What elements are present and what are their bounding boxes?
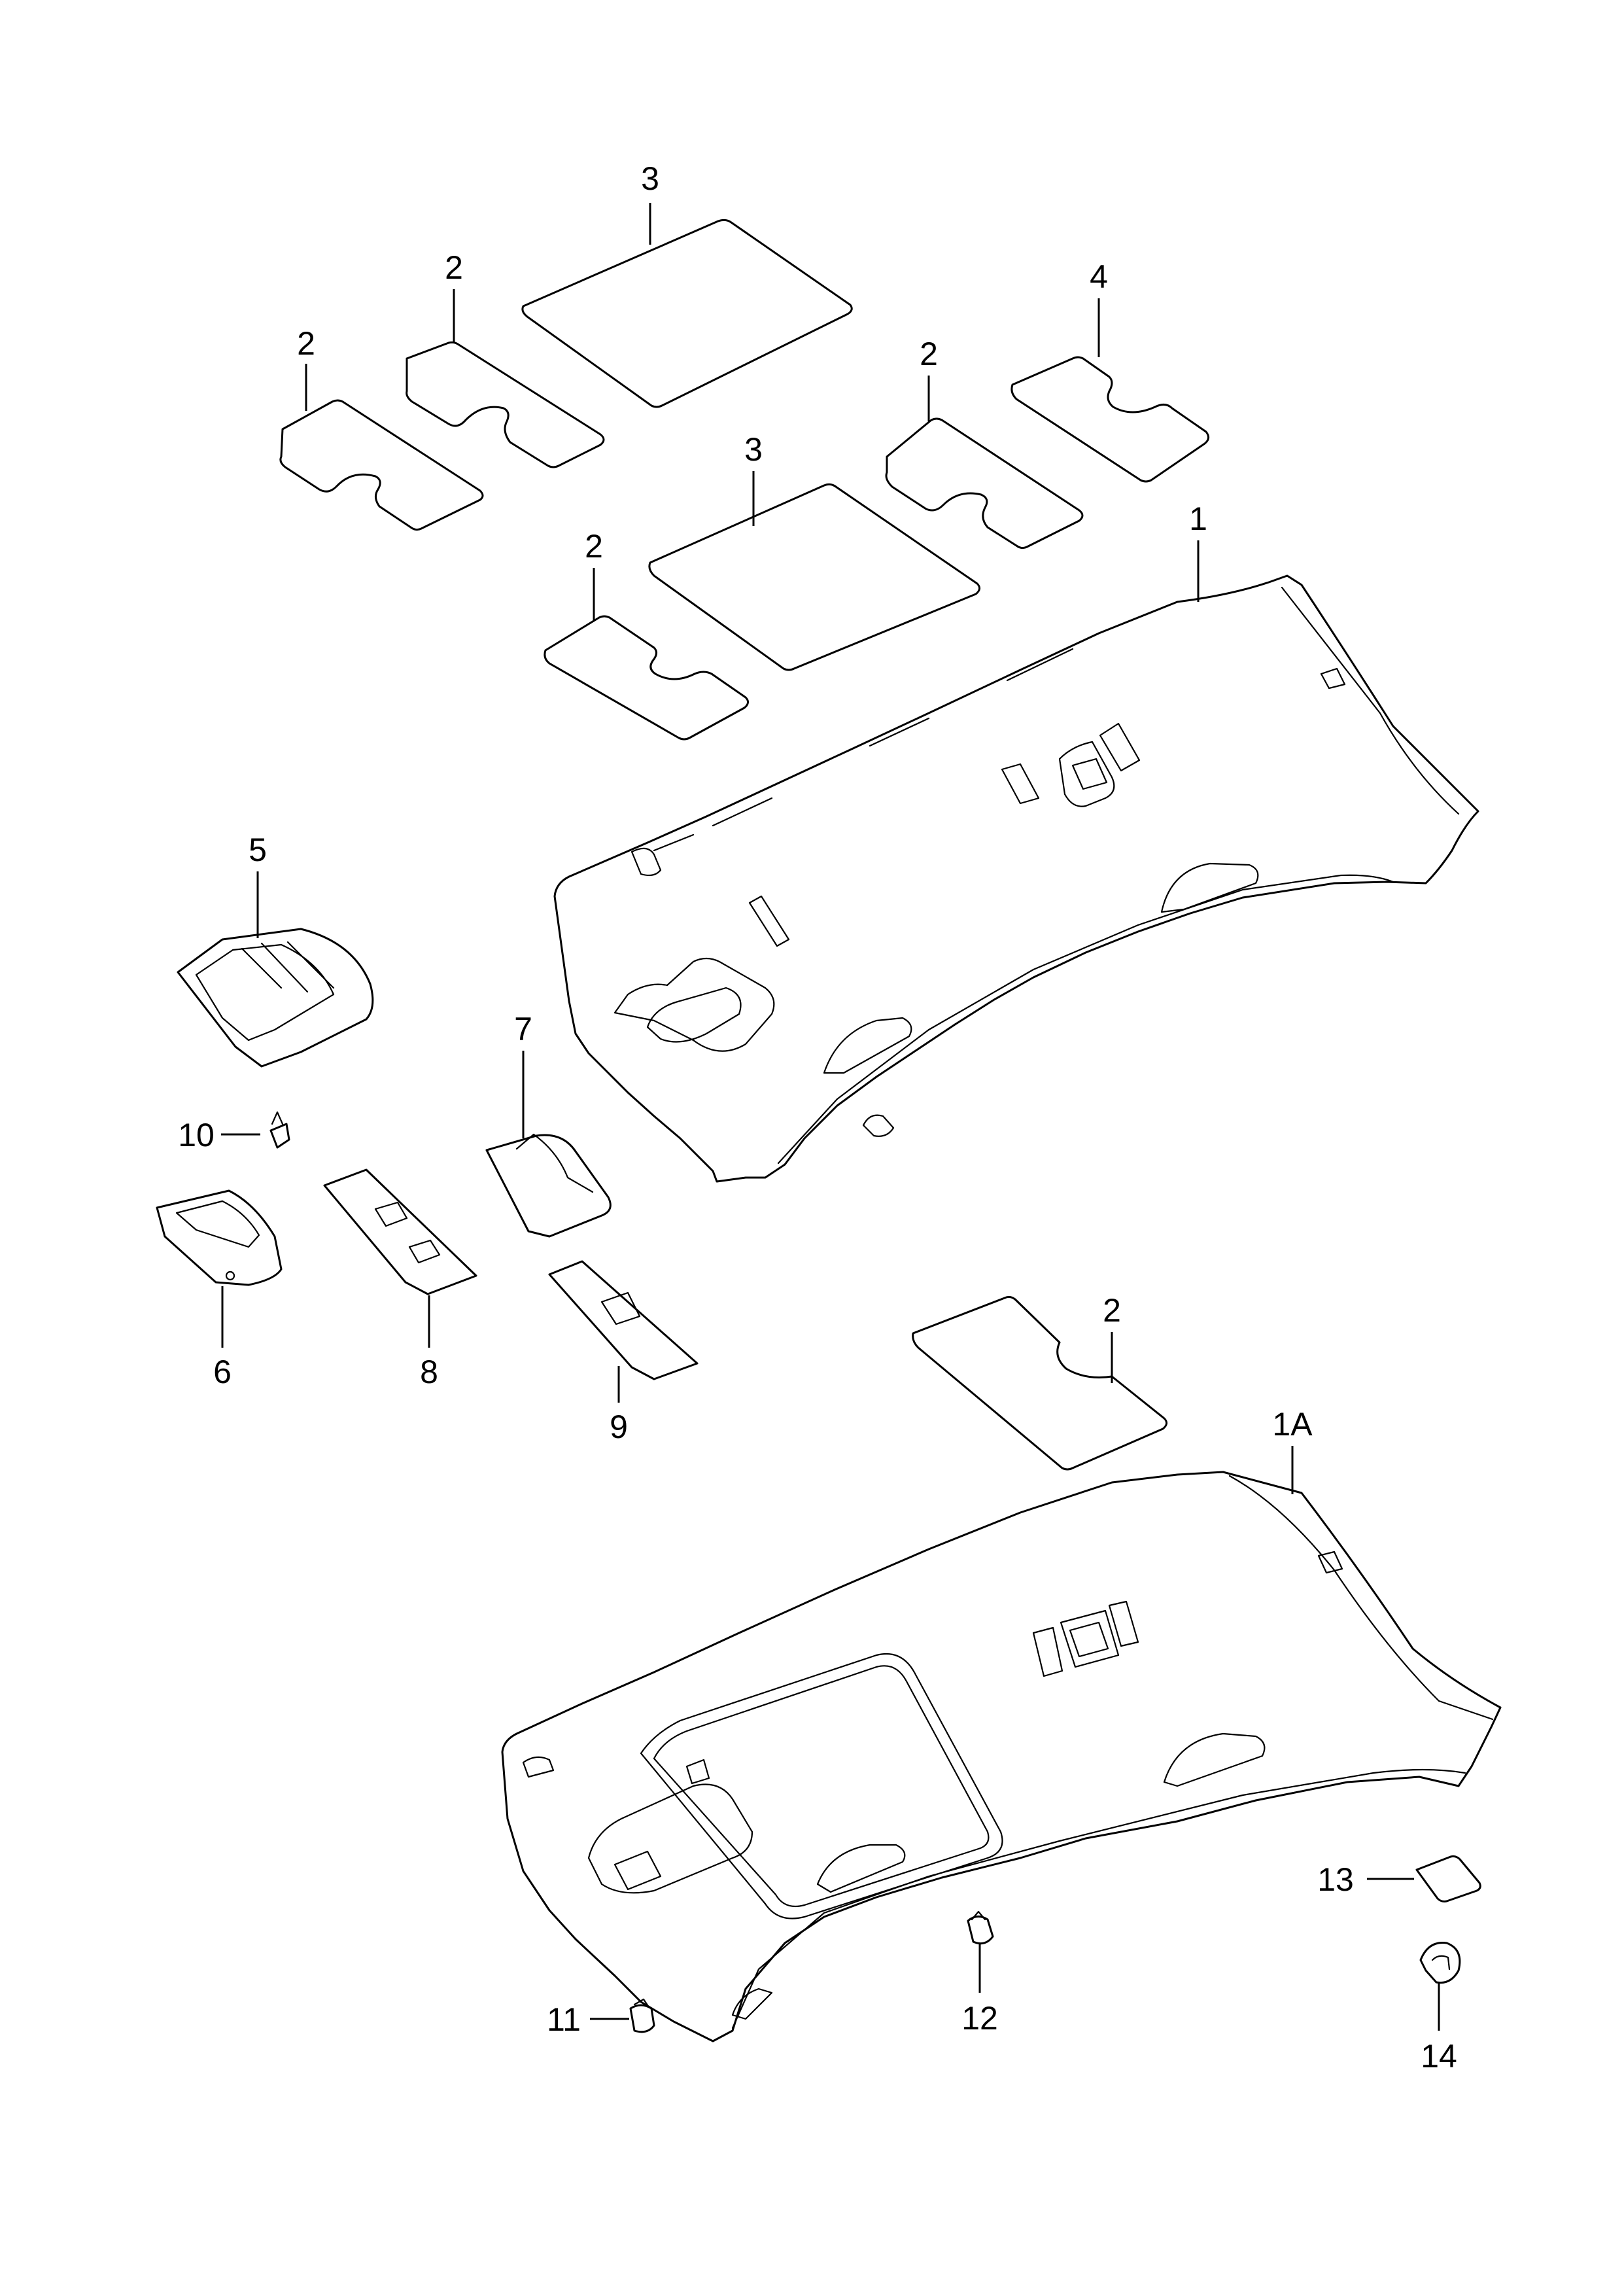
- callout-labels: 3 2 2 4 2 3 2 1 5 7 10 6 8 9 2 1A 13 14 …: [178, 160, 1457, 2075]
- screw-10[interactable]: [269, 1111, 290, 1149]
- leader-lines: [221, 203, 1440, 2031]
- callout-5: 5: [249, 832, 267, 868]
- insulation-pad-2-b[interactable]: [279, 399, 484, 531]
- callout-11: 11: [547, 2001, 581, 2038]
- insulation-pad-2-c[interactable]: [885, 417, 1084, 550]
- cover-6[interactable]: [156, 1189, 283, 1286]
- clip-12[interactable]: [967, 1910, 994, 1945]
- callout-9: 9: [610, 1409, 628, 1445]
- callout-13: 13: [1317, 1861, 1354, 1898]
- callout-2-e: 2: [1103, 1292, 1121, 1329]
- callout-3-lower: 3: [744, 431, 763, 468]
- clip-11[interactable]: [629, 1998, 655, 2033]
- insulation-pad-3-upper[interactable]: [521, 219, 853, 408]
- callout-8: 8: [420, 1354, 438, 1390]
- callout-1: 1: [1189, 500, 1207, 537]
- trim-cover-9[interactable]: [548, 1260, 699, 1380]
- headliner-1a[interactable]: [501, 1471, 1502, 2042]
- callout-2-c: 2: [920, 336, 938, 372]
- insulation-pad-2-e[interactable]: [912, 1295, 1167, 1471]
- callout-6: 6: [213, 1354, 232, 1390]
- callout-2-d: 2: [585, 528, 603, 565]
- callout-4: 4: [1090, 258, 1108, 295]
- callout-3-upper: 3: [641, 160, 659, 197]
- callout-1a: 1A: [1272, 1406, 1313, 1443]
- insulation-pad-2-d[interactable]: [544, 615, 749, 741]
- headliner-1[interactable]: [553, 574, 1479, 1183]
- trim-cover-8[interactable]: [323, 1168, 477, 1295]
- callout-7: 7: [514, 1011, 532, 1047]
- callout-2-b: 2: [297, 325, 315, 362]
- insulation-pad-2-a[interactable]: [406, 341, 605, 468]
- callout-10: 10: [178, 1117, 215, 1153]
- callout-2-a: 2: [445, 249, 463, 286]
- callout-12: 12: [961, 2000, 998, 2037]
- callout-14: 14: [1421, 2038, 1457, 2075]
- pad-13[interactable]: [1415, 1855, 1481, 1902]
- sunroof-switch-panel-5[interactable]: [177, 928, 374, 1068]
- clip-14[interactable]: [1419, 1942, 1461, 1984]
- insulation-pad-4[interactable]: [1011, 356, 1209, 483]
- insulation-pad-3-lower[interactable]: [648, 483, 980, 671]
- trim-bracket-7[interactable]: [485, 1133, 612, 1238]
